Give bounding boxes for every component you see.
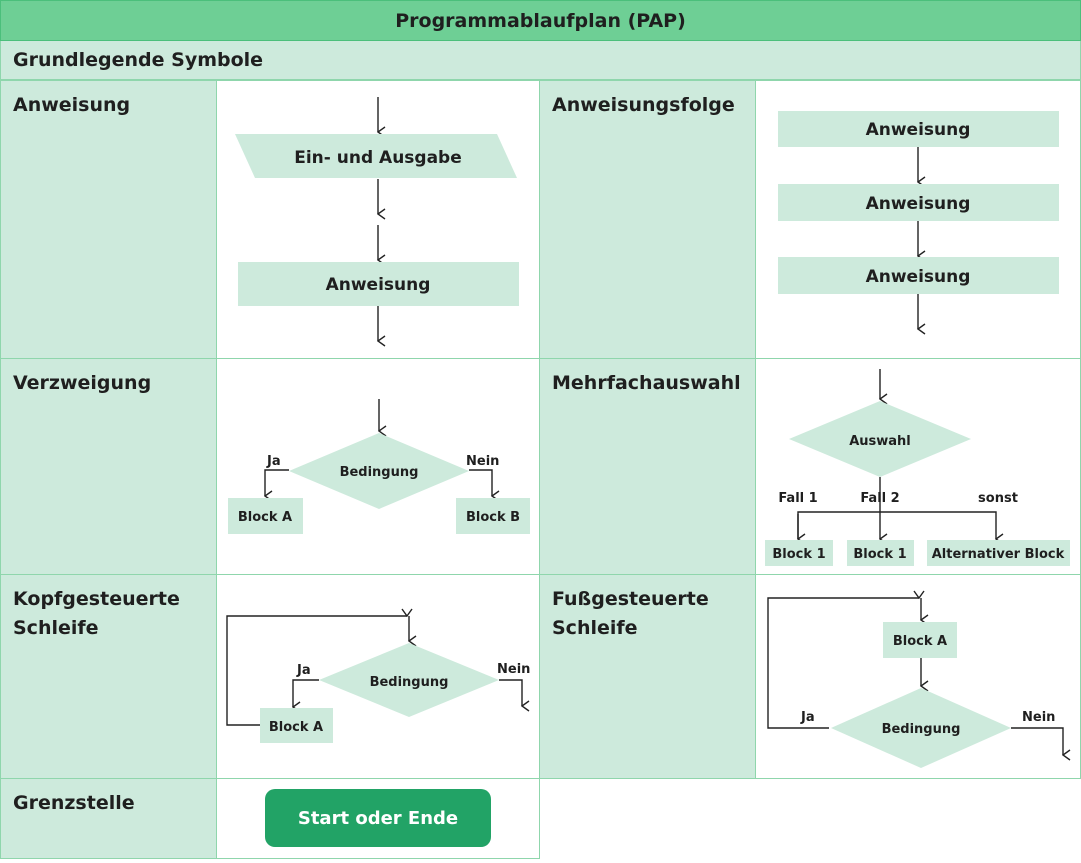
label-grenzstelle: Grenzstelle — [0, 778, 217, 859]
condition-diamond — [831, 688, 1011, 768]
condition-diamond — [319, 643, 499, 717]
block-a-label: Block A — [269, 720, 323, 735]
alt-block — [927, 540, 1070, 566]
loop-back-arrow — [767, 598, 919, 729]
block-a-label: Block A — [893, 634, 947, 649]
selection-label: Auswahl — [849, 434, 911, 449]
no-arrow — [499, 679, 522, 706]
section-subtitle: Grundlegende Symbole — [0, 41, 1081, 80]
statement-label: Anweisung — [866, 194, 971, 214]
condition-label: Bedingung — [340, 465, 419, 480]
no-label: Nein — [466, 454, 499, 469]
diagram-anweisungsfolge: Anweisung Anweisung Anweisung — [755, 80, 1081, 359]
statement-box — [778, 111, 1059, 147]
decision-diamond — [289, 433, 469, 509]
loop-back-arrow — [226, 616, 407, 726]
selection-diamond — [789, 401, 971, 477]
yes-label: Ja — [266, 454, 281, 469]
statement-box — [238, 262, 519, 306]
terminal-start-end: Start oder Ende — [265, 789, 491, 847]
statement-label: Anweisung — [866, 267, 971, 287]
diagram-mehrfachauswahl: Auswahl Fall 1 Fall 2 sonst Block 1 Bloc… — [755, 358, 1081, 575]
no-arrow — [469, 469, 492, 496]
label-anweisung: Anweisung — [0, 80, 217, 359]
block-1 — [765, 540, 833, 566]
statement-box — [778, 257, 1059, 294]
block-2 — [847, 540, 914, 566]
yes-arrow — [293, 679, 319, 707]
block-b-label: Block B — [466, 510, 520, 525]
block-1-label: Block 1 — [772, 547, 825, 562]
condition-label: Bedingung — [370, 675, 449, 690]
otherwise-label: sonst — [978, 491, 1018, 506]
label-fussgesteuert: Fußgesteuerte Schleife — [539, 574, 756, 779]
statement-label: Anweisung — [866, 120, 971, 140]
case-arrows — [797, 511, 996, 539]
case1-label: Fall 1 — [778, 491, 817, 506]
statement-box — [778, 184, 1059, 221]
diagram-fussgesteuert: Block A Bedingung Ja Nein — [755, 574, 1081, 779]
diagram-kopfgesteuert: Bedingung Ja Nein Block A — [216, 574, 540, 779]
block-b — [456, 498, 530, 534]
block-a — [228, 498, 303, 534]
io-parallelogram — [235, 134, 517, 178]
label-verzweigung: Verzweigung — [0, 358, 217, 575]
block-a-label: Block A — [238, 510, 292, 525]
case2-label: Fall 2 — [860, 491, 899, 506]
label-kopfgesteuert: Kopfgesteuerte Schleife — [0, 574, 217, 779]
diagram-anweisung: Ein- und Ausgabe Anweisung — [216, 80, 540, 359]
block-a — [260, 708, 333, 743]
yes-label: Ja — [800, 710, 815, 725]
label-mehrfachauswahl: Mehrfachauswahl — [539, 358, 756, 575]
alt-block-label: Alternativer Block — [932, 547, 1065, 562]
block-2-label: Block 1 — [853, 547, 906, 562]
yes-arrow — [265, 469, 289, 496]
page-title: Programmablaufplan (PAP) — [0, 0, 1081, 41]
io-label: Ein- und Ausgabe — [294, 148, 462, 168]
diagram-verzweigung: Bedingung Ja Nein Block A Block B — [216, 358, 540, 575]
no-label: Nein — [497, 662, 530, 677]
yes-label: Ja — [296, 663, 311, 678]
condition-label: Bedingung — [882, 722, 961, 737]
no-label: Nein — [1022, 710, 1055, 725]
label-anweisungsfolge: Anweisungsfolge — [539, 80, 756, 359]
no-arrow — [1011, 727, 1063, 755]
statement-label: Anweisung — [326, 275, 431, 295]
block-a — [883, 622, 957, 658]
